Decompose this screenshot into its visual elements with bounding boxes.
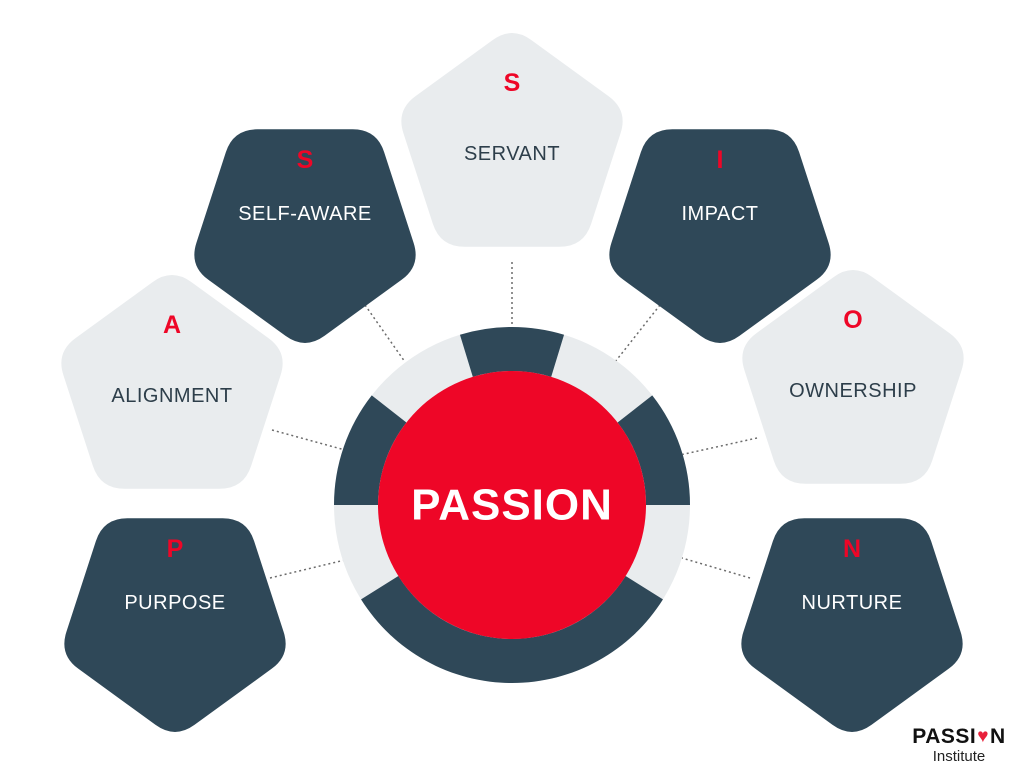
ring-segment (617, 395, 690, 505)
pentagon-letter: A (163, 311, 181, 339)
pentagon-letter: P (167, 535, 184, 563)
pentagon-letter: S (297, 146, 314, 174)
connector-line (679, 437, 758, 456)
passion-institute-logo: PASSI♥N Institute (900, 726, 1018, 764)
pentagon-shape (401, 33, 623, 247)
connector-line (271, 429, 346, 451)
connector-line (681, 557, 751, 579)
logo-word-left: PASSI (912, 725, 977, 748)
logo-word-right: N (990, 725, 1006, 748)
pentagon-word: SERVANT (464, 143, 560, 165)
pentagon-word: NURTURE (802, 592, 903, 614)
pentagon-shape (609, 129, 831, 343)
connector-line (364, 304, 406, 363)
pentagon-shape (64, 518, 286, 732)
logo-subtitle: Institute (932, 748, 986, 765)
pentagon-word: IMPACT (681, 203, 758, 225)
pentagon-letter: S (504, 69, 521, 97)
pentagon-letter: I (717, 146, 724, 174)
heart-icon: ♥ (977, 726, 990, 747)
center-circle (378, 371, 646, 639)
ring-segment (334, 395, 407, 505)
ring-segment (459, 326, 565, 377)
pentagon-shape (61, 275, 283, 489)
ring-segment (361, 576, 663, 683)
pentagon-servant: S SERVANT (401, 33, 623, 247)
pentagon-purpose: P PURPOSE (64, 518, 286, 732)
pentagon-ownership: O OWNERSHIP (742, 270, 964, 484)
connector-line (269, 559, 346, 579)
pentagon-shape (741, 518, 963, 732)
pentagon-word: ALIGNMENT (111, 385, 232, 407)
connector-lines (269, 262, 758, 579)
pentagon-alignment: A ALIGNMENT (61, 275, 283, 489)
pentagon-word: PURPOSE (124, 592, 225, 614)
pentagon-word: SELF-AWARE (238, 203, 372, 225)
pentagon-shape (194, 129, 416, 343)
pentagon-word: OWNERSHIP (789, 380, 917, 402)
pentagon-shape (742, 270, 964, 484)
pentagon-impact: I IMPACT (609, 129, 831, 343)
pentagon-letter: O (843, 306, 862, 334)
logo-wordmark: PASSI♥N (912, 726, 1005, 747)
pentagon-nurture: N NURTURE (741, 518, 963, 732)
pentagon-shapes: P PURPOSE A ALIGNMENT S SELF-AWARE S SERVANT I IM… (61, 33, 964, 732)
connector-line (614, 304, 661, 363)
pentagon-letter: N (843, 535, 861, 563)
pentagon-self-aware: S SELF-AWARE (194, 129, 416, 343)
center-title: PASSION (411, 481, 613, 530)
